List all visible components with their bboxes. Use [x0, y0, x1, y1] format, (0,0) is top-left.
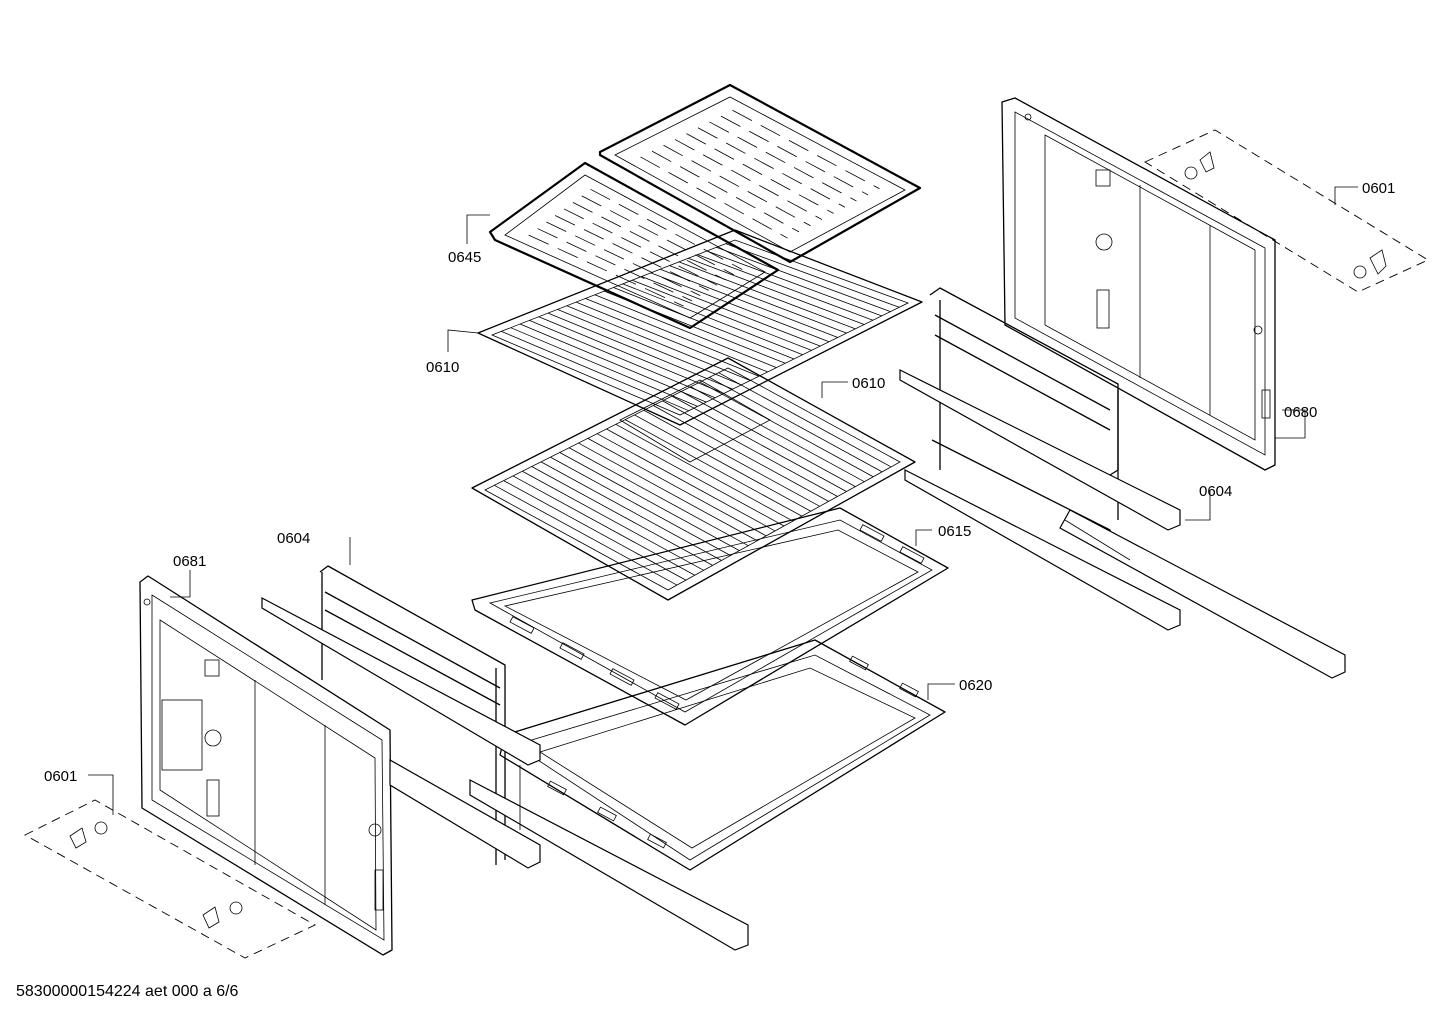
grill-slot-row: [546, 221, 701, 297]
rack-wire: [706, 250, 882, 317]
label-deep-tray: 0620: [959, 677, 992, 694]
rack-wire: [547, 312, 733, 390]
grill-slot-row: [572, 202, 726, 281]
grill-slot-row: [640, 156, 788, 239]
rack-wire: [632, 279, 812, 351]
rack-wire: [512, 475, 695, 576]
rack-wire: [566, 305, 751, 381]
grill-slot-row: [528, 234, 684, 307]
rack-wire: [653, 405, 829, 502]
label-fixing-kit-right: 0601: [1362, 180, 1395, 197]
label-wire-rack-top: 0610: [426, 359, 459, 376]
rack-wire: [575, 301, 760, 377]
grill-slot-row: [697, 127, 846, 208]
rack-wire: [585, 298, 768, 373]
rack-wire: [718, 372, 892, 468]
grill-slot-row: [674, 139, 823, 220]
rack-wire: [671, 395, 847, 492]
shelf-support-left[interactable]: [261, 565, 749, 951]
rack-wire: [540, 461, 722, 561]
rack-wire: [678, 261, 856, 330]
leader-lines: [88, 186, 1358, 815]
rack-wire: [519, 323, 707, 403]
rack-wire: [578, 442, 758, 542]
document-reference: 58300000154224 aet 000 a 6/6: [16, 983, 239, 1000]
rack-wire: [510, 327, 698, 407]
rack-wire: [494, 484, 678, 586]
label-wire-rack-bottom: 0610: [852, 375, 885, 392]
rack-wire: [613, 287, 795, 360]
label-grill-pan-insert: 0645: [448, 249, 481, 266]
label-fixing-kit-left: 0601: [44, 768, 77, 785]
part-labels: 0645 0610 0610 0615 0620 0604 0604 0680 …: [44, 180, 1395, 785]
label-shelf-support-right: 0604: [1199, 483, 1232, 500]
grill-slot-row: [590, 188, 743, 270]
grill-slot-row: [709, 121, 857, 202]
rack-wire: [522, 470, 704, 571]
fixing-kit-left[interactable]: [24, 799, 316, 959]
rack-wire: [716, 246, 891, 312]
grill-slot-row: [651, 150, 800, 233]
grill-slot-row: [581, 195, 735, 276]
rack-wire: [662, 400, 838, 497]
rack-wire: [568, 447, 749, 547]
label-side-panel-right: 0680: [1284, 404, 1317, 421]
grill-pan-insert[interactable]: [488, 83, 922, 330]
grill-slot-row: [720, 115, 869, 196]
rack-wire: [643, 409, 820, 507]
fixing-kit-right[interactable]: [1144, 129, 1429, 293]
rack-wire: [634, 414, 811, 512]
rack-wire: [660, 268, 838, 338]
rack-wire: [550, 456, 731, 556]
rack-wire: [725, 243, 900, 308]
grill-slot-row: [663, 144, 811, 227]
label-shelf-support-left: 0604: [277, 530, 310, 547]
rack-wire: [538, 316, 724, 394]
shelf-support-right[interactable]: [899, 287, 1346, 679]
grill-slot-row: [563, 208, 718, 286]
rack-wire: [699, 381, 874, 478]
wire-rack-top[interactable]: [477, 229, 923, 426]
label-side-panel-left: 0681: [173, 553, 206, 570]
grill-slot-row: [686, 133, 834, 214]
rack-wire: [557, 309, 742, 386]
grill-slot-row: [732, 109, 880, 190]
rack-wire: [559, 452, 740, 551]
baking-tray[interactable]: [471, 507, 949, 726]
rack-wire: [531, 466, 713, 566]
rack-wire: [681, 391, 856, 487]
wire-rack-bottom[interactable]: [471, 357, 916, 601]
rack-wire: [641, 276, 821, 347]
deep-tray[interactable]: [499, 639, 946, 871]
grill-slot-row: [537, 228, 693, 302]
rack-wire: [594, 294, 777, 368]
rack-wire: [697, 254, 874, 321]
grill-slot-row: [555, 215, 709, 291]
rack-wire: [625, 419, 803, 517]
rack-wire: [503, 480, 687, 581]
rack-wire: [709, 377, 883, 473]
rack-wire: [615, 423, 794, 522]
rack-wire: [690, 386, 865, 483]
rack-wire: [529, 320, 716, 399]
rack-wire: [596, 433, 776, 532]
rack-wire: [650, 272, 830, 343]
rack-wire: [501, 330, 689, 412]
side-panel-right[interactable]: [1001, 97, 1276, 471]
rack-wire: [669, 265, 847, 334]
label-baking-tray: 0615: [938, 523, 971, 540]
rack-wire: [606, 428, 785, 527]
rack-wire: [688, 257, 865, 325]
side-panel-left[interactable]: [139, 575, 393, 956]
rack-wire: [587, 438, 767, 537]
rack-wire: [622, 283, 803, 356]
